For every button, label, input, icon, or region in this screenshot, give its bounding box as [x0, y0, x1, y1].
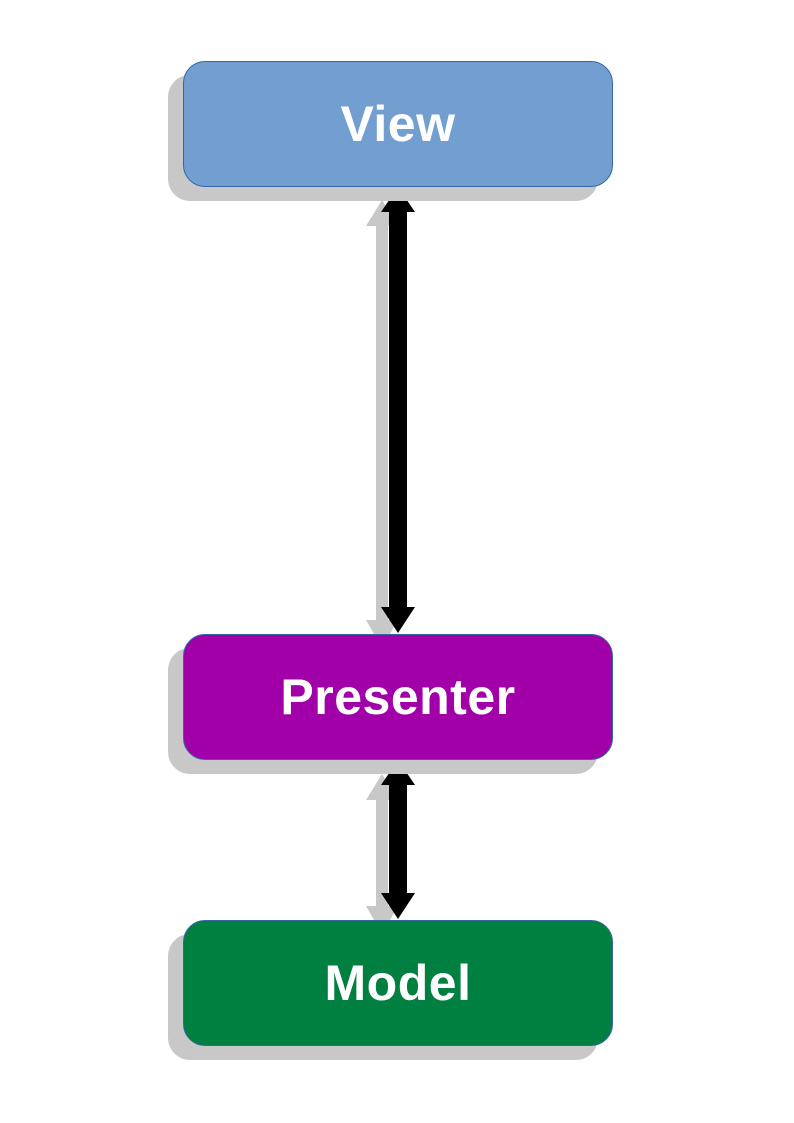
arrow-presenter-model	[381, 760, 415, 919]
arrow-view-presenter	[381, 187, 415, 633]
model-label: Model	[324, 955, 472, 1011]
presenter-box: Presenter	[183, 634, 613, 760]
arrow-shadow-presenter-model	[366, 774, 398, 934]
presenter-label: Presenter	[280, 669, 516, 725]
arrow-shadow-view-presenter	[366, 200, 398, 648]
view-box: View	[183, 61, 613, 187]
view-label: View	[340, 96, 456, 152]
model-box: Model	[183, 920, 613, 1046]
